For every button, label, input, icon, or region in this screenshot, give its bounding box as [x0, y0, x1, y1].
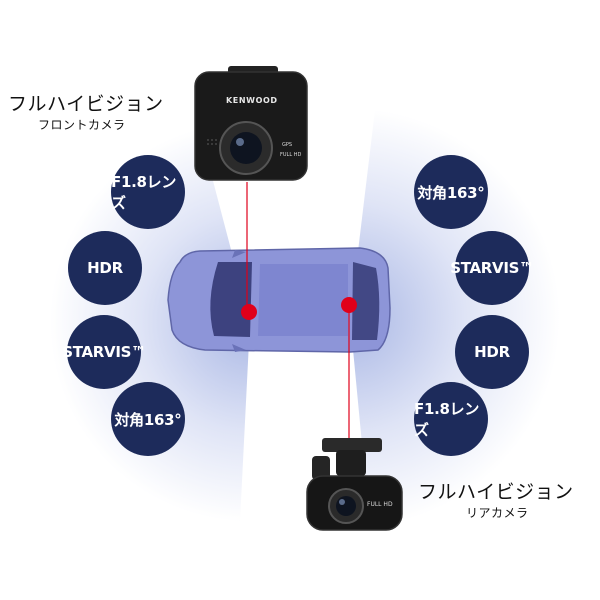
car-windshield [210, 262, 252, 337]
rear-feature-view-angle: 対角163° [414, 155, 488, 229]
front-camera-brand-logo: KENWOOD [226, 96, 278, 105]
rear-camera-marker [341, 297, 357, 313]
rear-camera-bracket [336, 450, 366, 476]
rear-feature-starvis: STARVIS™ [450, 231, 534, 305]
rear-camera-fullhd-badge: FULL HD [367, 501, 393, 508]
rear-camera-caption: フルハイビジョン リアカメラ [418, 481, 574, 521]
front-camera-marker [241, 304, 257, 320]
rear-camera-mount-plate [322, 438, 382, 452]
front-feature-hdr: HDR [68, 231, 142, 305]
rear-view-fan [350, 110, 563, 528]
car-rear-window [352, 262, 380, 340]
front-camera-subtitle: フロントカメラ [38, 117, 126, 132]
rear-camera-lens-glint [339, 499, 345, 505]
rear-camera-side-clip [312, 456, 330, 480]
rear-feature-hdr: HDR [455, 315, 529, 389]
front-feature-starvis: STARVIS™ [62, 315, 146, 389]
front-camera-caption: フルハイビジョン フロントカメラ [8, 93, 164, 133]
car-roof [258, 264, 348, 336]
front-feature-view-angle: 対角163° [111, 382, 185, 456]
rear-camera-subtitle: リアカメラ [466, 505, 529, 520]
front-camera-fullhd-badge: FULL HD [280, 152, 302, 158]
rear-camera-title: フルハイビジョン [418, 481, 574, 503]
front-camera-gps-badge: GPS [282, 142, 293, 148]
front-camera-lens-glint [236, 138, 244, 146]
front-view-fan [14, 116, 251, 523]
rear-feature-aperture: F1.8レンズ [414, 382, 488, 456]
rear-camera-lens [336, 496, 356, 516]
front-feature-aperture: F1.8レンズ [111, 155, 185, 229]
front-camera-title: フルハイビジョン [8, 93, 164, 115]
